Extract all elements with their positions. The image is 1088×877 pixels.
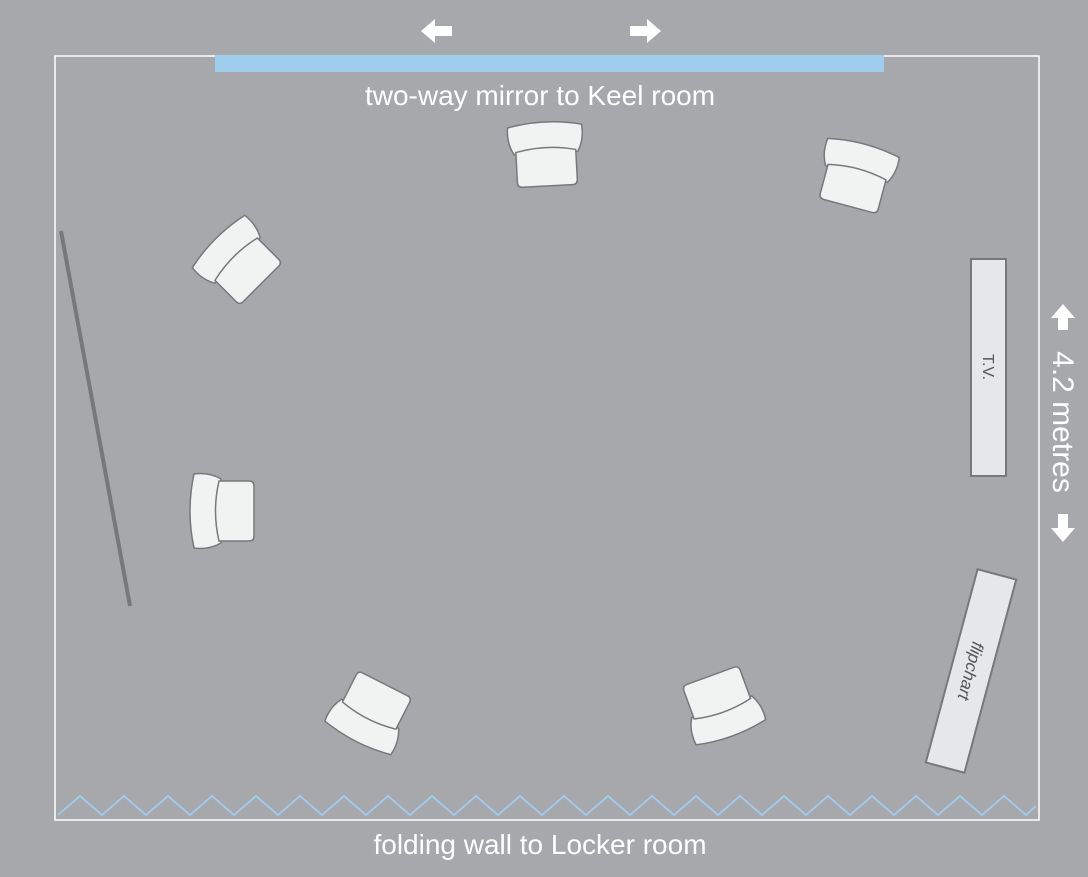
folding-wall-label: folding wall to Locker room bbox=[373, 829, 706, 860]
arrow-left-icon bbox=[421, 19, 452, 43]
armchair-icon bbox=[674, 662, 769, 750]
folding-wall bbox=[57, 794, 1037, 817]
armchair-icon bbox=[321, 666, 420, 760]
flipchart-unit: flipchart bbox=[924, 568, 1018, 774]
armchair-icon bbox=[506, 119, 586, 189]
tv-label: T.V. bbox=[979, 354, 996, 380]
two-way-mirror bbox=[215, 55, 884, 72]
arrow-down-icon bbox=[1051, 514, 1075, 542]
arrow-up-icon bbox=[1051, 304, 1075, 330]
arrow-right-icon bbox=[630, 19, 661, 43]
armchair-icon bbox=[811, 133, 902, 217]
partition-line bbox=[59, 230, 132, 607]
armchair-icon bbox=[189, 472, 255, 550]
dimension-label: 4.2 metres bbox=[1046, 351, 1079, 493]
mirror-label: two-way mirror to Keel room bbox=[365, 80, 715, 111]
armchair-icon bbox=[188, 211, 289, 312]
tv-unit: T.V. bbox=[970, 258, 1007, 477]
